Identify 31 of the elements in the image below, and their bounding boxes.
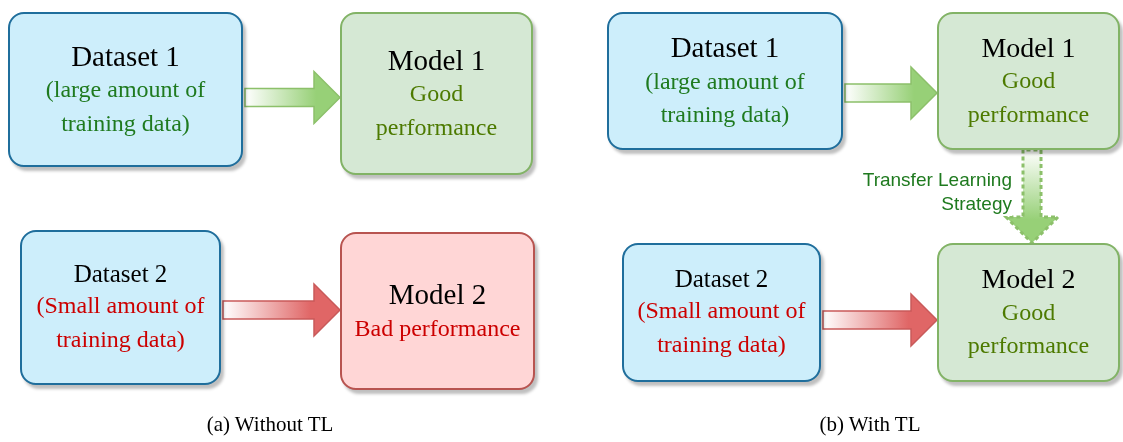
process-box [607, 12, 843, 150]
arrow [822, 292, 939, 348]
process-box [622, 243, 821, 382]
box-description: Good performance [966, 66, 1091, 129]
process-box [340, 232, 535, 390]
box-title: Dataset 2 [674, 263, 769, 294]
box-description: Bad performance [354, 313, 521, 343]
box-title: Model 2 [388, 276, 487, 312]
arrow [1002, 148, 1062, 246]
box-title: Dataset 1 [71, 38, 180, 74]
box-description: (large amount of training data) [644, 66, 806, 130]
box-description: (Small amount of training data) [35, 290, 206, 354]
box-description: Good performance [374, 79, 499, 142]
box-description: (large amount of training data) [44, 75, 207, 138]
arrow [244, 69, 342, 126]
subfigure-caption: (a) Without TL [206, 412, 334, 437]
box-title: Dataset 1 [670, 30, 780, 65]
process-box [937, 12, 1120, 150]
box-title: Model 1 [981, 30, 1076, 65]
arrow [222, 282, 342, 338]
process-box [937, 243, 1120, 382]
process-box [8, 12, 243, 167]
process-box [340, 12, 533, 175]
arrow [844, 65, 939, 121]
subfigure-caption: (b) With TL [819, 412, 921, 437]
box-title: Dataset 2 [73, 258, 168, 289]
box-title: Model 2 [981, 262, 1076, 296]
box-title: Model 1 [387, 42, 486, 78]
box-description: (Small amount of training data) [636, 295, 807, 359]
process-box [20, 230, 221, 385]
box-description: Good performance [966, 297, 1091, 361]
